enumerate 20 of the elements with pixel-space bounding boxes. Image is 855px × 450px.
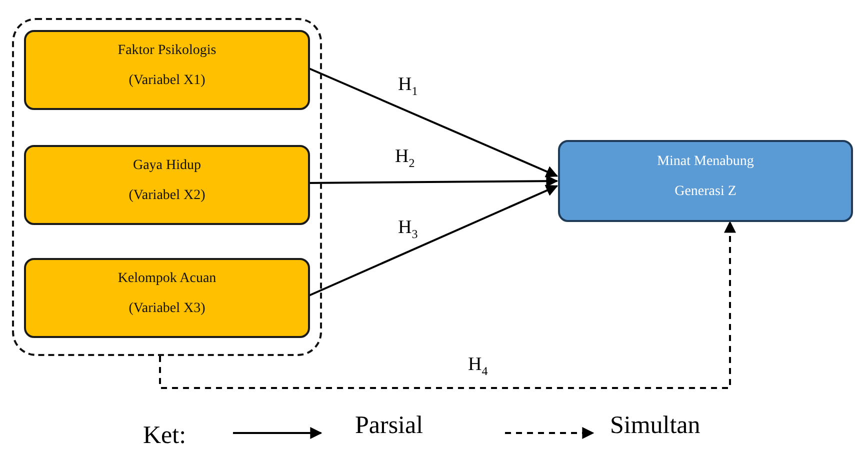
arrow <box>308 67 558 178</box>
node-title: Minat Menabung <box>656 153 755 171</box>
node-subtitle: (Variabel X1) <box>128 72 206 90</box>
outcome-box <box>558 140 853 222</box>
arrow <box>308 184 558 297</box>
legend-text: Parsial <box>355 412 424 440</box>
legend-heading: Ket: <box>143 422 186 450</box>
node-title: Kelompok Acuan <box>116 270 218 288</box>
node-subtitle: (Variabel X3) <box>128 300 206 318</box>
dashed-arrow <box>159 220 736 389</box>
legend-text: Simultan <box>610 412 700 440</box>
arrow <box>308 175 558 188</box>
variable-box <box>24 30 310 110</box>
node-subtitle: (Variabel X2) <box>128 187 206 205</box>
variable-box <box>24 145 310 225</box>
node-title: Gaya Hidup <box>132 157 202 175</box>
node-subtitle: Generasi Z <box>674 183 738 201</box>
node-title: Faktor Psikologis <box>116 42 218 60</box>
group-outline <box>12 18 322 356</box>
variable-box <box>24 258 310 338</box>
